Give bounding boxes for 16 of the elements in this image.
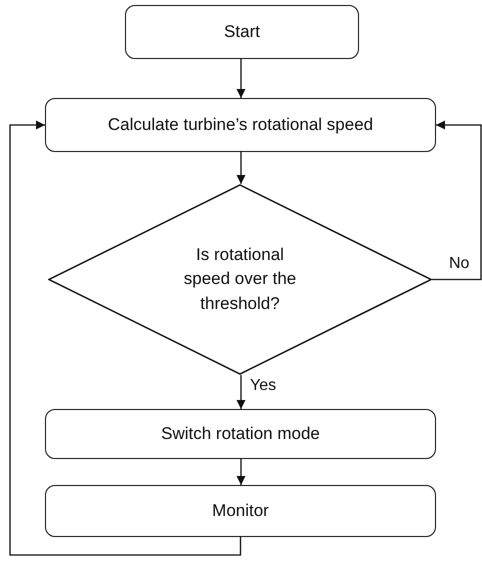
arrow: [9, 120, 242, 556]
node-text: Calculate turbine’s rotational speed: [108, 115, 374, 135]
arrow: [236, 59, 246, 98]
node-text: Is rotational speed over the threshold?: [182, 244, 298, 315]
node-text: Start: [224, 22, 260, 42]
process-box: [45, 98, 436, 152]
decision-diamond: [48, 184, 432, 375]
process-box: [45, 485, 436, 537]
node-text: Switch rotation mode: [161, 424, 320, 444]
arrow: [432, 120, 482, 280]
node-text: Monitor: [212, 501, 269, 521]
process-box: [125, 5, 359, 59]
arrow: [236, 375, 246, 409]
arrow: [236, 152, 246, 184]
arrow: [236, 459, 246, 485]
process-box: [45, 409, 436, 459]
